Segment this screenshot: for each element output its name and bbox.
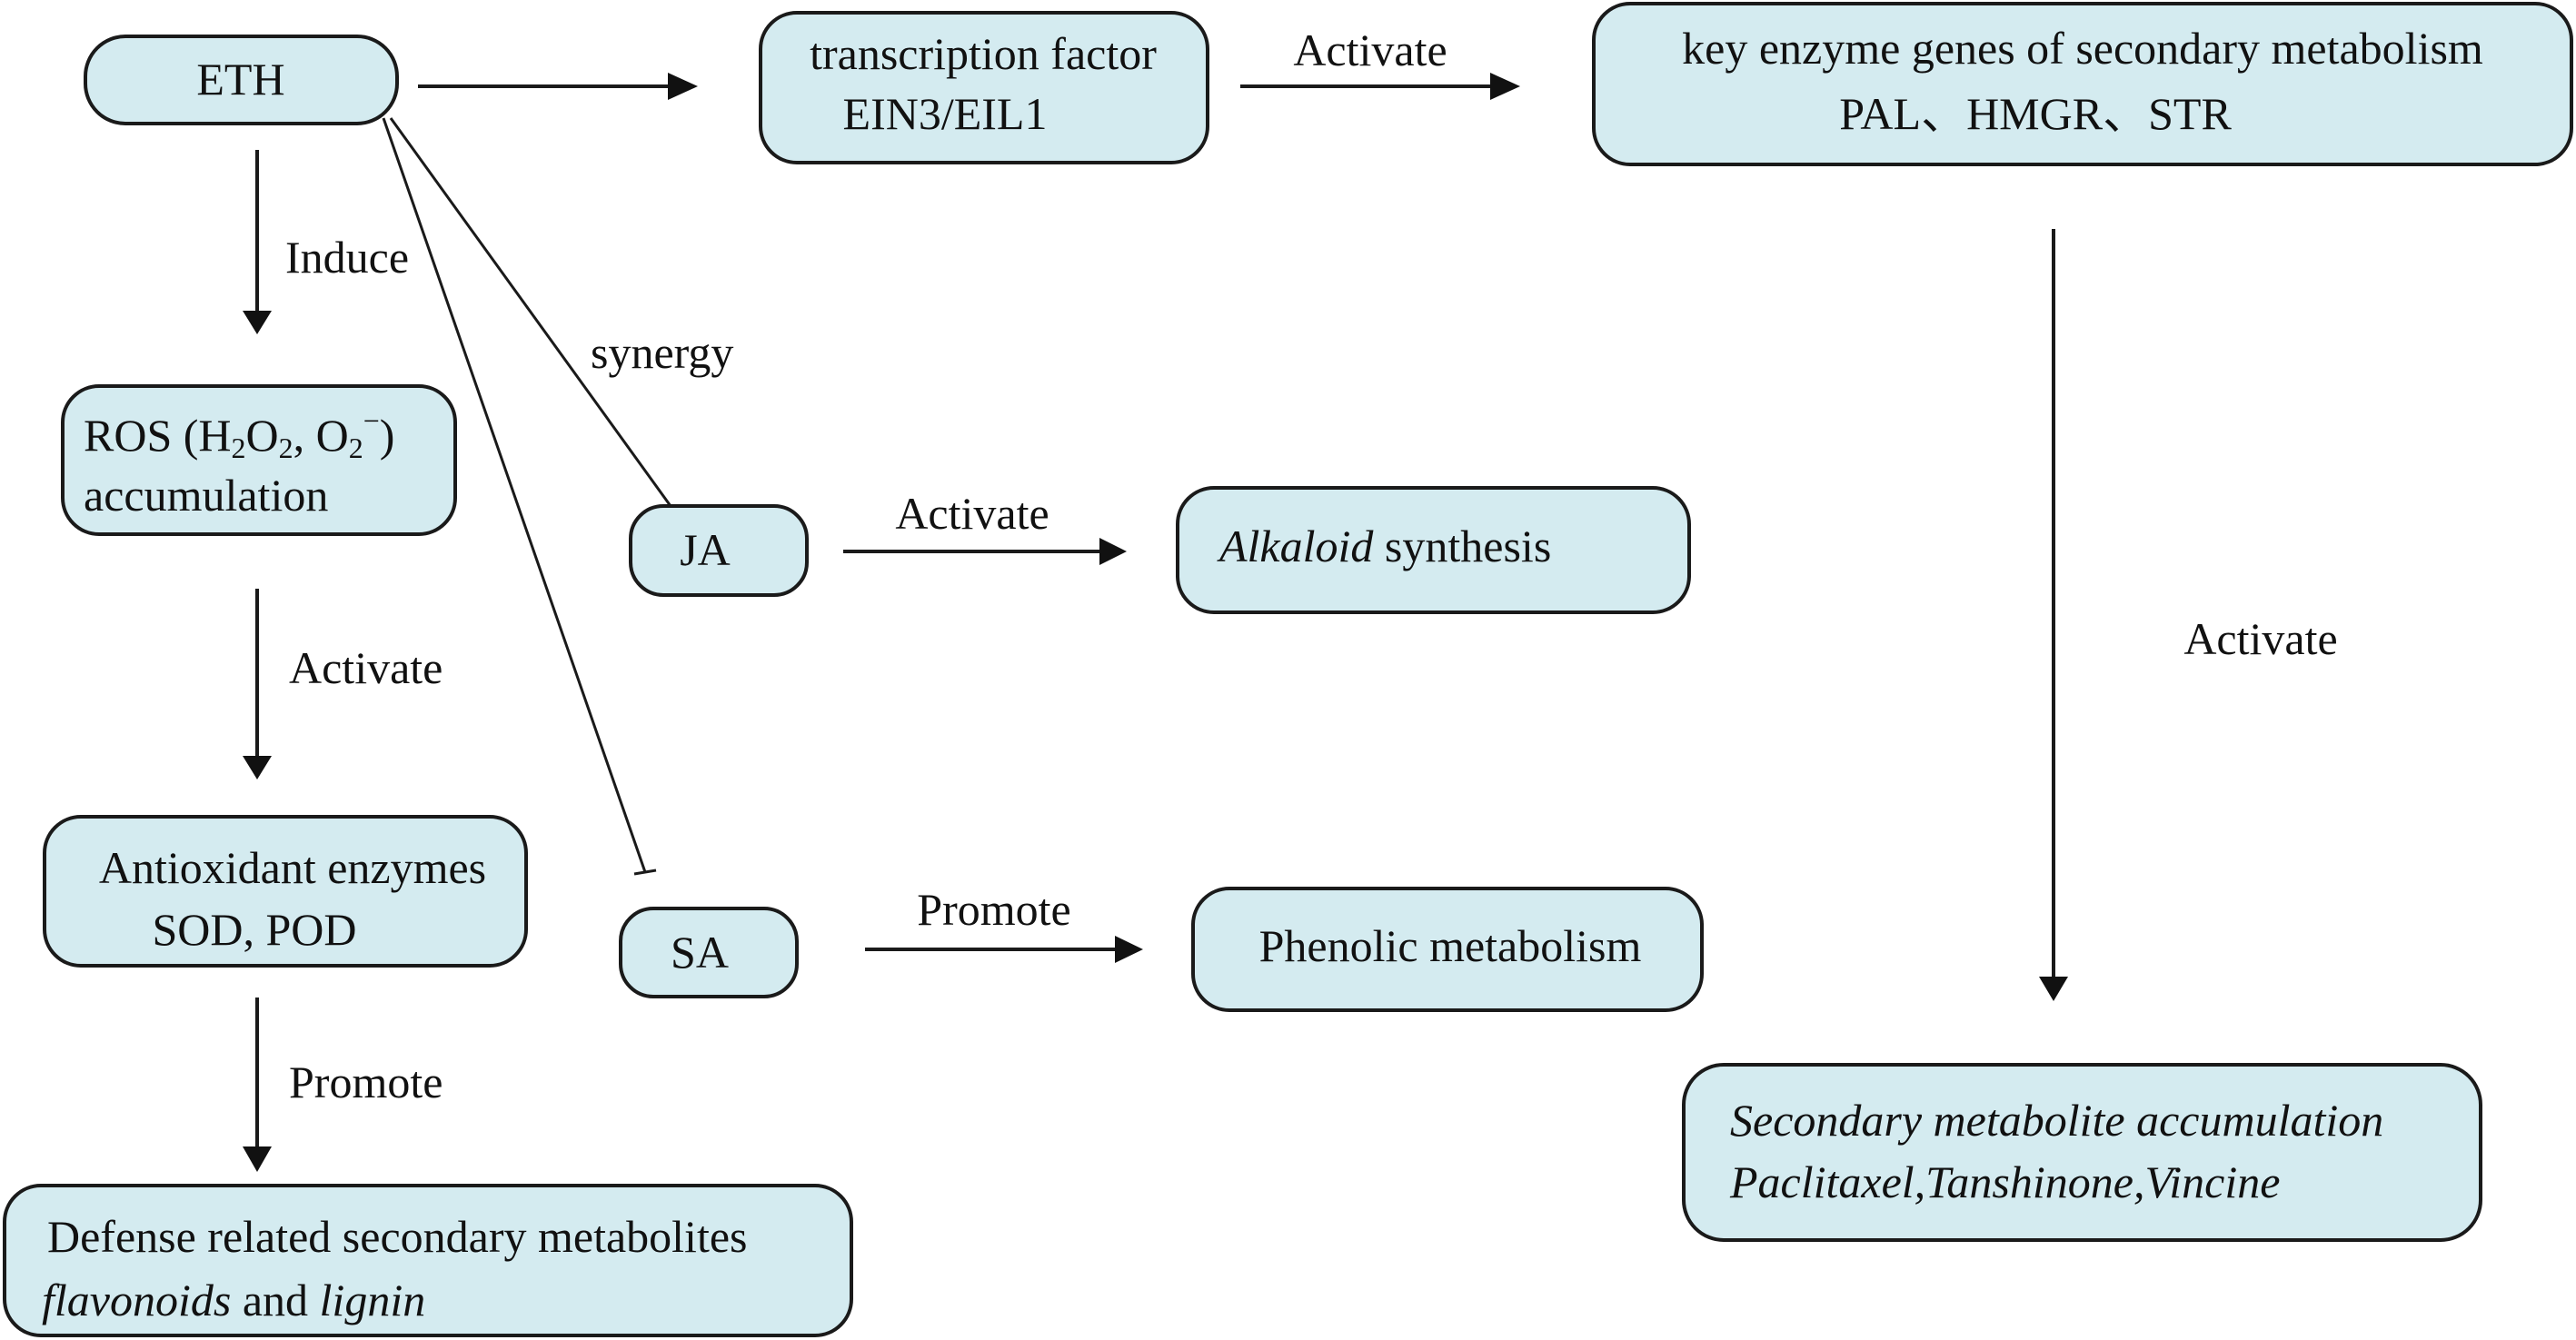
edge-eth-to-tf — [418, 73, 698, 100]
node-secondary-line1: Secondary metabolite accumulation — [1730, 1095, 2383, 1146]
node-phenolic-metabolism: Phenolic metabolism — [1191, 887, 1704, 1012]
node-alkaloid-label: Alkaloid synthesis — [1217, 521, 1551, 571]
arrowhead-icon — [1099, 538, 1127, 565]
node-sa: SA — [619, 907, 799, 998]
edge-label-activate: Activate — [1293, 25, 1447, 75]
arrowhead-icon — [668, 73, 698, 100]
edge-eth-inhibits-sa — [382, 117, 657, 876]
node-ros-accumulation: ROS (H2O2, O2−) accumulation — [61, 384, 457, 536]
edge-sa-to-phenolic: Promote — [865, 884, 1143, 963]
arrowhead-icon — [243, 1146, 272, 1172]
edge-label-activate: Activate — [289, 642, 443, 693]
edge-label-synergy: synergy — [591, 327, 733, 378]
node-defense-line2: flavonoids and lignin — [42, 1275, 425, 1325]
edge-label-promote: Promote — [917, 884, 1070, 935]
arrowhead-icon — [2039, 977, 2068, 1001]
edge-label-promote: Promote — [289, 1057, 443, 1107]
node-key-enzyme-line2: PAL、HMGR、STR — [1839, 88, 2232, 139]
edge-eth-to-ros: Induce — [243, 150, 409, 334]
node-key-enzyme-line1: key enzyme genes of secondary metabolism — [1682, 23, 2483, 74]
node-alkaloid-synthesis: Alkaloid synthesis — [1176, 486, 1691, 614]
edge-antioxidant-to-defense: Promote — [243, 998, 443, 1172]
node-transcription-factor: transcription factor EIN3/EIL1 — [759, 11, 1209, 164]
node-eth-label: ETH — [196, 54, 284, 104]
edge-label-activate: Activate — [895, 488, 1049, 539]
node-phenolic-label: Phenolic metabolism — [1259, 920, 1642, 971]
node-antioxidant-line2: SOD, POD — [152, 904, 356, 955]
node-antioxidant-line1: Antioxidant enzymes — [99, 842, 486, 893]
edge-label-induce: Induce — [285, 232, 409, 283]
node-ros-line2: accumulation — [84, 470, 328, 521]
node-defense-line1: Defense related secondary metabolites — [47, 1211, 747, 1262]
edge-ja-to-alkaloid: Activate — [843, 488, 1127, 565]
node-ros-line1: ROS (H2O2, O2−) — [84, 404, 394, 464]
edge-label-activate: Activate — [2183, 613, 2337, 664]
node-tf-line2: EIN3/EIL1 — [843, 88, 1048, 139]
arrowhead-icon — [243, 311, 272, 334]
node-secondary-line2: Paclitaxel,Tanshinone,Vincine — [1729, 1156, 2280, 1207]
edge-tf-to-key-enzyme: Activate — [1240, 25, 1520, 100]
node-eth: ETH — [84, 35, 399, 125]
edge-key-enzyme-to-secondary: Activate — [2039, 229, 2338, 1001]
node-key-enzyme-genes: key enzyme genes of secondary metabolism… — [1592, 2, 2573, 166]
node-sa-label: SA — [671, 927, 729, 978]
node-ja: JA — [629, 504, 809, 597]
edge-ros-to-antioxidant: Activate — [243, 589, 443, 779]
node-antioxidant-enzymes: Antioxidant enzymes SOD, POD — [43, 815, 528, 968]
node-defense-metabolites: Defense related secondary metabolites fl… — [3, 1184, 853, 1337]
arrowhead-icon — [243, 756, 272, 779]
node-tf-line1: transcription factor — [810, 28, 1157, 79]
arrowhead-icon — [1115, 936, 1143, 963]
edge-eth-to-ja-synergy: synergy — [389, 117, 733, 507]
node-ja-label: JA — [680, 524, 731, 575]
node-secondary-metabolite-accumulation: Secondary metabolite accumulation Paclit… — [1682, 1063, 2482, 1242]
inhibition-bar-icon — [633, 869, 657, 876]
arrowhead-icon — [1490, 73, 1520, 100]
